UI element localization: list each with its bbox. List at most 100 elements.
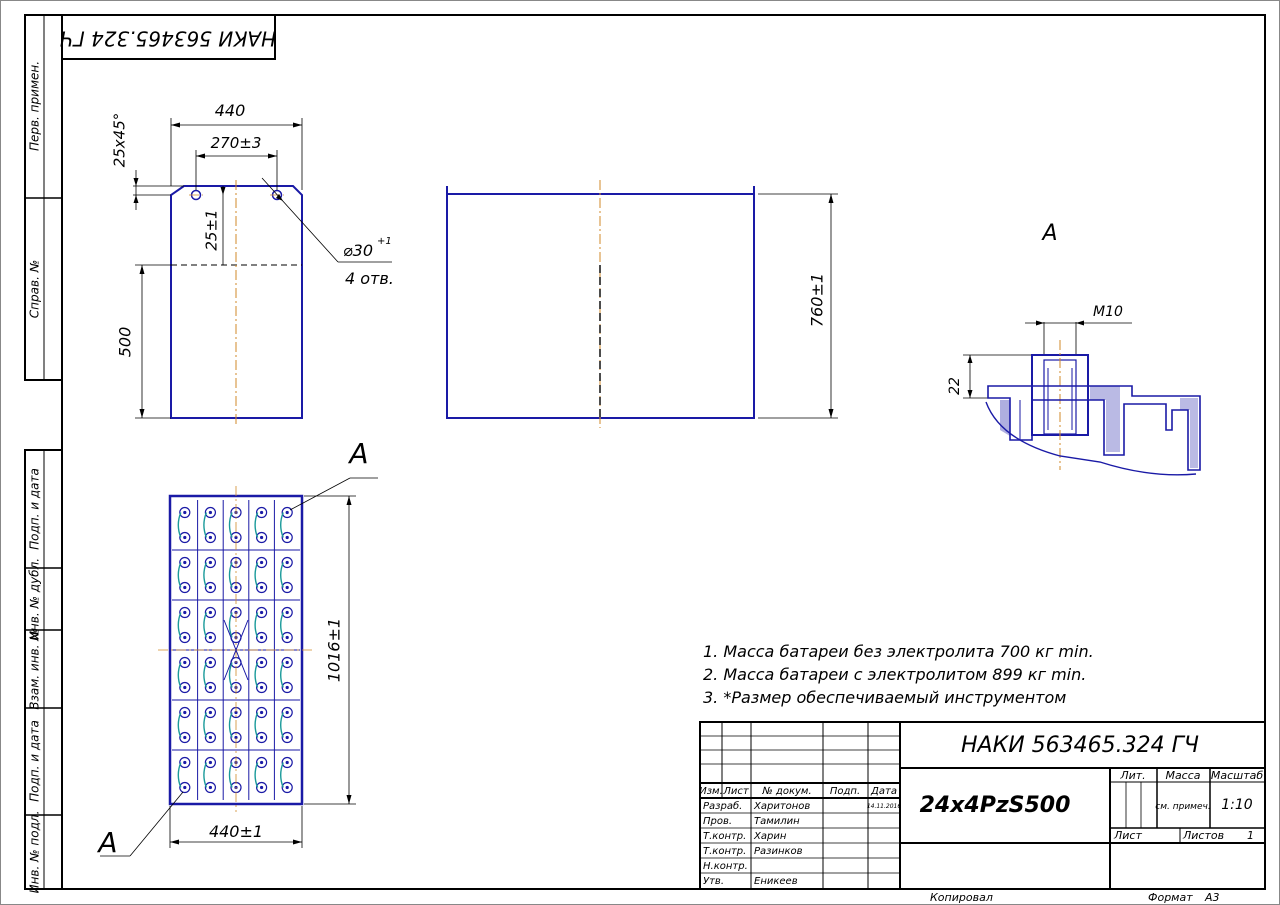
cell-terminal-core [260, 560, 264, 565]
note-1: 1. Масса батареи без электролита 700 кг … [703, 642, 1094, 661]
cell-connector [203, 612, 208, 638]
cell-terminal-core [208, 560, 212, 565]
cell-terminal [256, 531, 268, 544]
side-label-inv-podl: Инв. № подл. [28, 811, 42, 894]
role-tkontr-1: Т.контр. [703, 831, 746, 842]
cell-terminal-core [285, 735, 289, 740]
cell-grid [172, 500, 300, 800]
cell-connector [203, 762, 208, 788]
cell-terminal-core [285, 560, 289, 565]
cell-connector [254, 612, 259, 638]
cell-terminal [179, 756, 191, 769]
cell-terminal [281, 681, 293, 694]
hole-tolerance: +1 [377, 236, 392, 247]
cell-connector [203, 512, 208, 538]
cell-terminal [256, 656, 268, 669]
cell-terminal-core [260, 785, 264, 790]
cell-terminal-core [208, 510, 212, 515]
cell-terminal [281, 531, 293, 544]
scale-value: 1:10 [1221, 797, 1253, 813]
cell-terminal-core [234, 735, 238, 740]
cell-terminal [281, 756, 293, 769]
cell-terminal [256, 556, 268, 569]
cell-terminal [204, 656, 216, 669]
note-2: 2. Масса батареи с электролитом 899 кг m… [703, 665, 1086, 684]
cell-terminal-core [260, 585, 264, 590]
side-label-vzam-inv: Взам. инв. № [28, 628, 42, 709]
cell-terminal-core [260, 685, 264, 690]
cell-connector [280, 762, 284, 788]
dim-760: 760±1 [808, 273, 827, 327]
dim-500: 500 [116, 327, 135, 358]
role-razrab: Разраб. [703, 800, 742, 812]
cell-terminal-core [183, 635, 187, 640]
cell-terminal-core [285, 785, 289, 790]
cell-connector [228, 662, 233, 688]
dim-440-top: 440 [215, 101, 246, 120]
dim-25: 25±1 [203, 209, 221, 250]
name-tkontr-1: Харин [753, 831, 787, 842]
cell-terminal [204, 731, 216, 744]
cell-connector [177, 562, 182, 588]
cell-terminal [204, 631, 216, 644]
dim-1016: 1016±1 [325, 618, 344, 682]
cell-terminal-core [183, 735, 187, 740]
name-razrab: Харитонов [753, 801, 810, 812]
cell-connector [280, 562, 284, 588]
role-utv: Утв. [703, 876, 724, 887]
side-label-podp-data-top: Подп. и дата [28, 468, 42, 550]
cell-terminal [179, 531, 191, 544]
lit-label: Лит. [1119, 769, 1145, 782]
cell-connector [228, 712, 233, 738]
cell-terminal [256, 731, 268, 744]
cell-terminal-core [260, 710, 264, 715]
cell-terminal [281, 781, 293, 794]
notes: 1. Масса батареи без электролита 700 кг … [703, 642, 1094, 707]
cell-connector [254, 762, 259, 788]
cell-connector [228, 562, 233, 588]
cell-terminal [281, 606, 293, 619]
note-3: 3. *Размер обеспечиваемый инструментом [703, 688, 1066, 707]
side-label-perv-primen: Перв. примен. [28, 61, 42, 151]
cell-connector [177, 662, 182, 688]
cell-terminal [179, 781, 191, 794]
cell-terminal [204, 756, 216, 769]
cell-terminal [179, 631, 191, 644]
cell-terminal-core [285, 760, 289, 765]
doc-number: НАКИ 563465.324 ГЧ [961, 733, 1199, 758]
cell-terminal-core [260, 735, 264, 740]
listov-label: Листов [1182, 829, 1224, 842]
cell-terminal [204, 556, 216, 569]
cell-connector [177, 512, 182, 538]
side-label-inv-dubl: Инв. № дубл. [28, 558, 42, 640]
cell-terminal-core [260, 535, 264, 540]
cell-terminal-core [208, 710, 212, 715]
cell-terminal-core [285, 660, 289, 665]
cell-terminal-core [234, 710, 238, 715]
cell-connector [280, 512, 284, 538]
cell-terminal [256, 756, 268, 769]
cell-connector [280, 712, 284, 738]
cell-terminal [204, 781, 216, 794]
cell-connector [203, 562, 208, 588]
cell-terminal [281, 506, 293, 519]
name-utv: Еникеев [754, 876, 798, 887]
cell-terminal-core [285, 610, 289, 615]
cell-terminal [256, 781, 268, 794]
cell-terminal-core [208, 735, 212, 740]
detail-a: А М10 22 [947, 221, 1201, 476]
cell-connector [254, 562, 259, 588]
cell-connector [254, 512, 259, 538]
cell-terminal-core [208, 610, 212, 615]
cell-terminal-core [183, 760, 187, 765]
cell-terminal [179, 506, 191, 519]
cell-terminal [179, 581, 191, 594]
product-name: 24x4PzS500 [920, 793, 1071, 818]
cell-connector [280, 612, 284, 638]
cell-terminal-core [234, 535, 238, 540]
cell-connector [177, 712, 182, 738]
cell-terminal-core [208, 535, 212, 540]
title-block: НАКИ 563465.324 ГЧ 24x4PzS500 Изм. Лист … [699, 721, 1266, 904]
side-label-sprav-no: Справ. № [28, 260, 42, 318]
